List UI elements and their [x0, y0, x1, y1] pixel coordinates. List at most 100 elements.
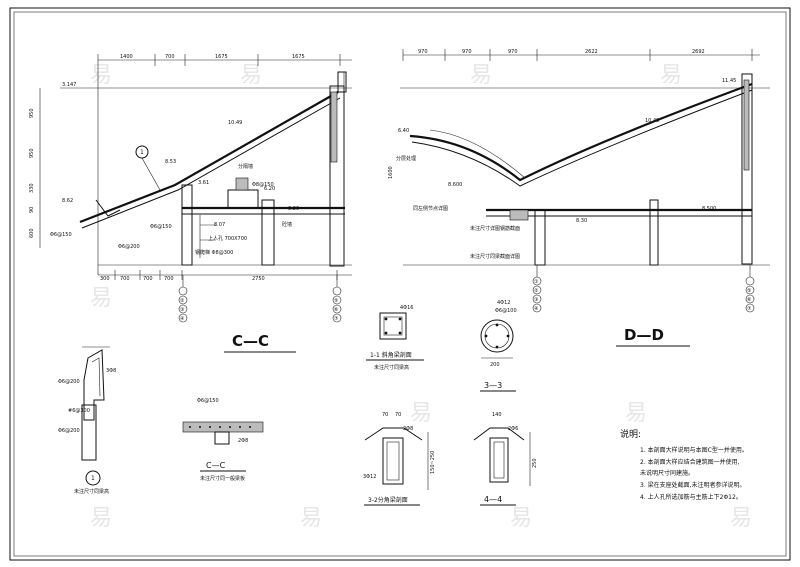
detail-cc-small: Φ6@150 2Φ8 C—C 未注尺寸同一般梁板 — [182, 398, 264, 482]
cc-title: C—C — [232, 332, 269, 350]
general-notes: 说明: 1. 本剖面大样说明与本图C型一并使用。 2. 本剖面大样应结合建筑图一… — [620, 428, 748, 501]
cc-dim-left-3: 330 — [29, 183, 35, 193]
dd-dim-top-2: 970 — [462, 49, 472, 55]
watermark-7: 易 — [625, 401, 647, 426]
sheet-border-inner — [13, 11, 787, 557]
det1-num: 1 — [91, 475, 95, 482]
dd-axis-right-2: ⑥ — [747, 297, 752, 303]
det1-r3: Φ6@200 — [58, 428, 80, 434]
dd-label-4: 未注尺寸详图钢筋截面 — [470, 225, 520, 232]
cc-label-3: Φ6@150 — [150, 224, 172, 230]
dd-dim-1600: 1600 — [388, 166, 394, 179]
s44-d2: 2Φ6 — [508, 426, 518, 432]
dd-dim-top-5: 2692 — [692, 49, 705, 55]
dd-title: D—D — [624, 326, 664, 344]
detc-r2: 2Φ8 — [238, 438, 248, 444]
dd-dim-top-1: 970 — [418, 49, 428, 55]
cc-label-8: Φ8@150 — [252, 182, 274, 188]
s33-rebar: 4Φ12 — [497, 300, 510, 306]
s11-title: 1-1 斜角梁剖面 — [370, 351, 412, 359]
cc-dim-bottom-3: 700 — [143, 276, 153, 282]
det1-r2: Φ6@200 — [58, 379, 80, 385]
cc-axis-left-2: ③ — [180, 307, 184, 313]
cc-label-5: 钢爬梯 Φ8@300 — [195, 249, 233, 256]
cc-level-820: 8.20 — [288, 206, 299, 212]
cc-dim-bottom-2: 700 — [120, 276, 130, 282]
dd-level-8600: 8.600 — [448, 182, 462, 188]
det1-note: 未注尺寸同梁高 — [74, 488, 109, 495]
cc-dim-top-3: 1675 — [215, 54, 228, 60]
notes-item-1: 1. 本剖面大样说明与本图C型一并使用。 — [640, 446, 748, 454]
cc-dim-left-5: 600 — [29, 228, 35, 238]
cc-dim-top-1: 1400 — [120, 54, 133, 60]
s11-rebar: 4Φ16 — [400, 305, 413, 311]
dd-level-1049: 10.49 — [645, 118, 659, 124]
s32-d2: 70 — [395, 412, 401, 418]
detc-note: 未注尺寸同一般梁板 — [200, 475, 245, 482]
dd-axis-left-1: ① — [534, 279, 539, 285]
section-cc: 1400 700 1675 1675 3.147 950 950 330 90 … — [29, 54, 352, 353]
det1-r4: #6@300 — [68, 408, 90, 414]
watermark-1: 易 — [90, 63, 112, 88]
sheet-border-outer — [9, 7, 791, 561]
cc-level-862: 8.62 — [62, 198, 73, 204]
section-4-4: 140 2Φ6 250 4—4 — [473, 412, 538, 506]
section-dd: 970 970 970 2622 2692 6.40 10.49 11.45 8… — [388, 49, 770, 347]
section-3-3: 4Φ12 Φ6@100 200 3—3 — [480, 300, 517, 392]
cc-level-1049: 10.49 — [228, 120, 242, 126]
cc-level-807: 8.07 — [214, 222, 225, 228]
detc-r1: Φ6@150 — [197, 398, 219, 404]
cc-dim-bottom-5: 2750 — [252, 276, 265, 282]
s44-d1: 140 — [492, 412, 502, 418]
cc-dim-top-2: 700 — [165, 54, 175, 60]
s33-stirrup: Φ6@100 — [495, 308, 517, 314]
watermark-5: 易 — [90, 286, 112, 311]
s32-d3: 2Φ8 — [403, 426, 413, 432]
dd-level-1145: 11.45 — [722, 78, 736, 84]
cc-axis-left-1: ② — [180, 298, 185, 304]
cc-dim-top-4: 1675 — [292, 54, 305, 60]
watermark-2: 易 — [240, 63, 262, 88]
s33-dim: 200 — [490, 362, 500, 368]
cc-level-620: 6.20 — [264, 186, 275, 192]
notes-item-3: 未说明尺寸同建施。 — [640, 469, 694, 477]
cc-axis-right-1: ⑤ — [334, 298, 338, 304]
cc-dim-bottom-4: 700 — [164, 276, 174, 282]
detc-title: C—C — [206, 461, 226, 470]
s44-title: 4—4 — [484, 495, 502, 504]
detail-1: 3Φ8 Φ6@200 Φ6@200 #6@300 1 未注尺寸同梁高 — [58, 346, 116, 495]
cc-dim-left-4: 90 — [29, 207, 35, 213]
section-3-2: 70 70 2Φ8 150~250 3Φ12 3-2分角梁剖面 — [363, 412, 436, 506]
s44-d3: 250 — [532, 458, 538, 468]
dd-label-2: 同左侧节点详图 — [413, 205, 448, 212]
s32-d1: 70 — [382, 412, 388, 418]
dd-axis-left-2: ② — [534, 288, 539, 294]
det1-r1: 3Φ8 — [106, 368, 116, 374]
cc-axis-right-2: ⑥ — [334, 307, 339, 313]
watermarks: 易 易 易 易 易 易 易 易 易 易 易 — [90, 63, 752, 531]
dd-dim-top-4: 2622 — [585, 49, 598, 55]
dd-label-1: 分层处理 — [396, 155, 416, 162]
cc-label-1: Φ6@150 — [50, 232, 72, 238]
s11-note: 未注尺寸同梁高 — [374, 364, 409, 371]
cc-dim-left-2: 950 — [29, 148, 35, 158]
cc-label-7: 分隔墙 — [238, 163, 253, 170]
dd-level-830: 8.30 — [576, 218, 587, 224]
watermark-6: 易 — [410, 401, 432, 426]
section-1-1: 4Φ16 1-1 斜角梁剖面 未注尺寸同梁高 — [366, 305, 424, 371]
cc-dim-bottom-1: 300 — [100, 276, 110, 282]
cc-callout-1: 1 — [140, 149, 144, 156]
notes-heading: 说明: — [620, 428, 641, 440]
watermark-8: 易 — [90, 506, 112, 531]
watermark-3: 易 — [470, 63, 492, 88]
cc-label-4: 上人孔 700X700 — [208, 235, 247, 242]
dd-label-3: 未注尺寸同梁截面详图 — [470, 253, 520, 260]
cc-level-853: 8.53 — [165, 159, 176, 165]
dd-dim-top-3: 970 — [508, 49, 518, 55]
s32-d5: 150~250 — [430, 451, 436, 474]
watermark-4: 易 — [660, 63, 682, 88]
dd-axis-left-4: ④ — [534, 306, 539, 312]
notes-item-4: 3. 梁在支座处截面,未注明者参详说明。 — [640, 481, 746, 489]
dd-level-8500: 8.500 — [702, 206, 716, 212]
